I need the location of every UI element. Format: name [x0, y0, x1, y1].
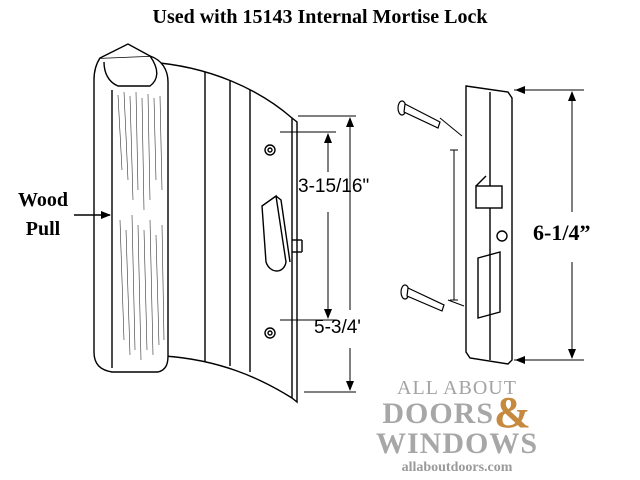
watermark-line2: DOORS& [382, 388, 532, 437]
hole-spacing-label: 3-15/16" [298, 176, 370, 197]
handle-height-label: 5-3/4' [314, 317, 361, 338]
latch-height-dimension [514, 86, 584, 364]
brand-watermark: ALL ABOUT DOORS& WINDOWS allaboutdoors.c… [372, 378, 542, 477]
diagram-title: Used with 15143 Internal Mortise Lock [152, 6, 488, 28]
keeper-strike [465, 85, 513, 365]
hole-spacing-dimension [280, 131, 336, 321]
watermark-line3: WINDOWS [375, 427, 539, 460]
watermark-url: allaboutdoors.com [401, 460, 513, 475]
wood-grain-texture [117, 91, 165, 361]
handle-height-dimension [298, 115, 356, 393]
keeper-hole-dimension [439, 117, 465, 307]
watermark-line1: ALL ABOUT [397, 377, 517, 399]
pull-handle [93, 43, 303, 404]
mounting-screws [397, 100, 445, 312]
latch-height-label: 6-1/4” [533, 220, 591, 245]
wood-pull-label: Wood Pull [18, 189, 69, 240]
